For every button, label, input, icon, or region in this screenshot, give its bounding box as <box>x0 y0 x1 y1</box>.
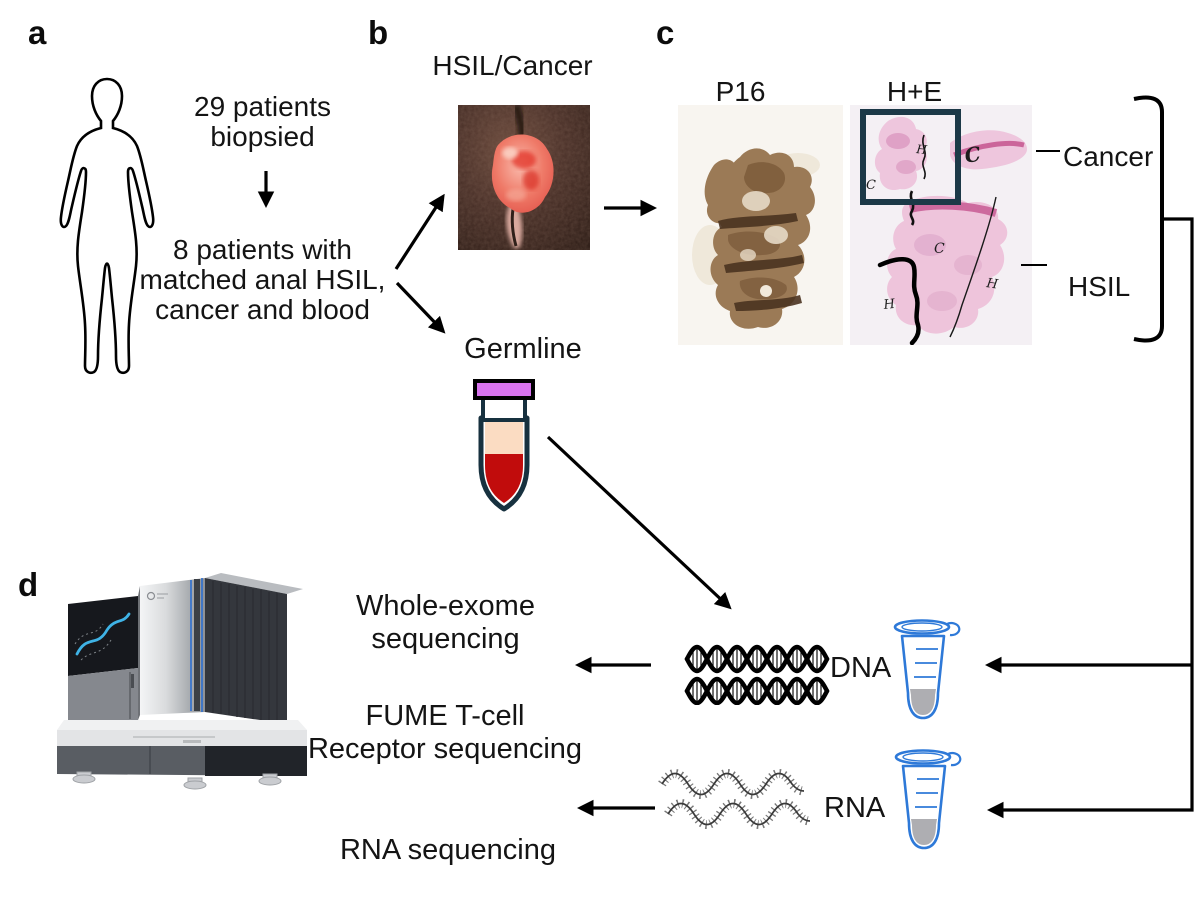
he-histology-image: H C C C H H <box>850 105 1032 345</box>
to-germline-arrow <box>395 281 446 334</box>
he-annotation-letter: H <box>882 297 896 313</box>
he-inset-box <box>860 109 961 205</box>
sequencer-image <box>57 573 307 790</box>
to-lesion-arrow <box>394 193 445 270</box>
hsil-region-label: HSIL <box>1068 271 1131 302</box>
he-annotation-letter: C <box>866 178 876 193</box>
dna-label: DNA <box>830 652 892 684</box>
whole-exome-sequencing-text: Whole-exome sequencing <box>356 590 535 655</box>
patient-body-silhouette-icon <box>59 77 155 375</box>
germline-to-dna-arrow <box>546 435 732 610</box>
panel-c-label: c <box>656 14 675 51</box>
microtube-dna-icon <box>893 619 961 720</box>
p16-stain-label: P16 <box>715 76 766 107</box>
he-stain-label: H+E <box>886 76 943 107</box>
microtube-rna-icon <box>894 749 962 850</box>
rna-sequencing-text: RNA sequencing <box>339 834 557 866</box>
he-annotation-letter: C <box>934 241 945 257</box>
hsil-cancer-title: HSIL/Cancer <box>432 50 593 81</box>
he-annotation-letter: H <box>915 142 928 157</box>
panel-b-label: b <box>368 14 389 51</box>
panel-d-label: d <box>18 566 39 603</box>
rna-label: RNA <box>824 792 886 824</box>
fume-tcr-sequencing-text: FUME T-cell Receptor sequencing <box>307 700 583 765</box>
cancer-hsil-bracket <box>1133 95 1164 343</box>
panel-a-label: a <box>28 14 47 51</box>
cancer-region-label: Cancer <box>1063 141 1154 172</box>
patients-biopsied-text: 29 patients biopsied <box>194 91 331 152</box>
dna-helix-icon <box>684 644 830 705</box>
he-annotation-letter: C <box>963 142 983 168</box>
blood-tube-icon <box>473 379 535 512</box>
germline-label: Germline <box>464 333 582 365</box>
p16-histology-image <box>678 105 843 345</box>
lesion-photo <box>458 105 590 250</box>
matched-patients-text: 8 patients with matched anal HSIL, cance… <box>139 234 386 325</box>
rna-strand-icon <box>658 769 811 829</box>
